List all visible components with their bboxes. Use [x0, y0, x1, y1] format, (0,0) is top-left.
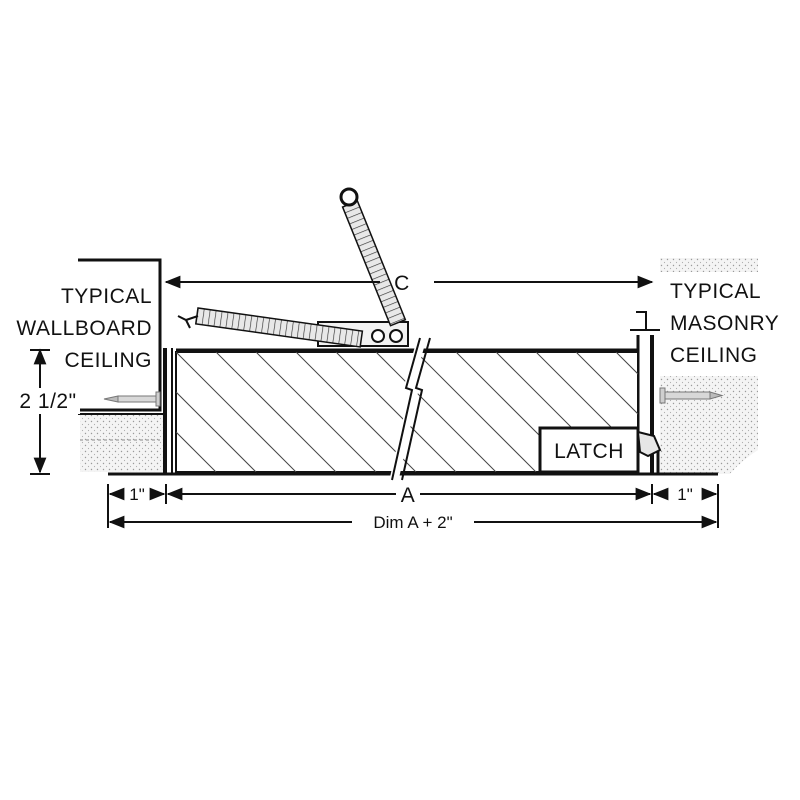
left-flange-label: 1": [129, 485, 145, 504]
right-flange-label: 1": [677, 485, 693, 504]
door-panel: [175, 336, 639, 481]
masonry-label-line2: MASONRY: [670, 312, 779, 335]
height-label-bg: [16, 388, 80, 414]
wallboard-label-line1: TYPICAL: [61, 285, 152, 308]
masonry-label-line3: CEILING: [670, 344, 758, 367]
wallboard-ceiling: [78, 258, 164, 472]
hinge-spring-assembly: [177, 187, 409, 348]
overall-dimension-label: Dim A + 2": [373, 513, 452, 532]
door-frame: [108, 311, 718, 476]
masonry-label-line1: TYPICAL: [670, 280, 761, 303]
latch-box: LATCH: [538, 426, 662, 474]
masonry-ceiling: [660, 258, 758, 474]
latch-label: LATCH: [554, 440, 624, 463]
dimension-a-label: A: [401, 484, 416, 507]
height-dimension-label: 2 1/2": [19, 390, 76, 413]
wallboard-label-line2: WALLBOARD: [16, 317, 152, 340]
left-screw: [103, 391, 161, 407]
dimension-c-label: C: [394, 272, 410, 295]
right-screw: [659, 387, 724, 404]
wallboard-label-line3: CEILING: [64, 349, 152, 372]
